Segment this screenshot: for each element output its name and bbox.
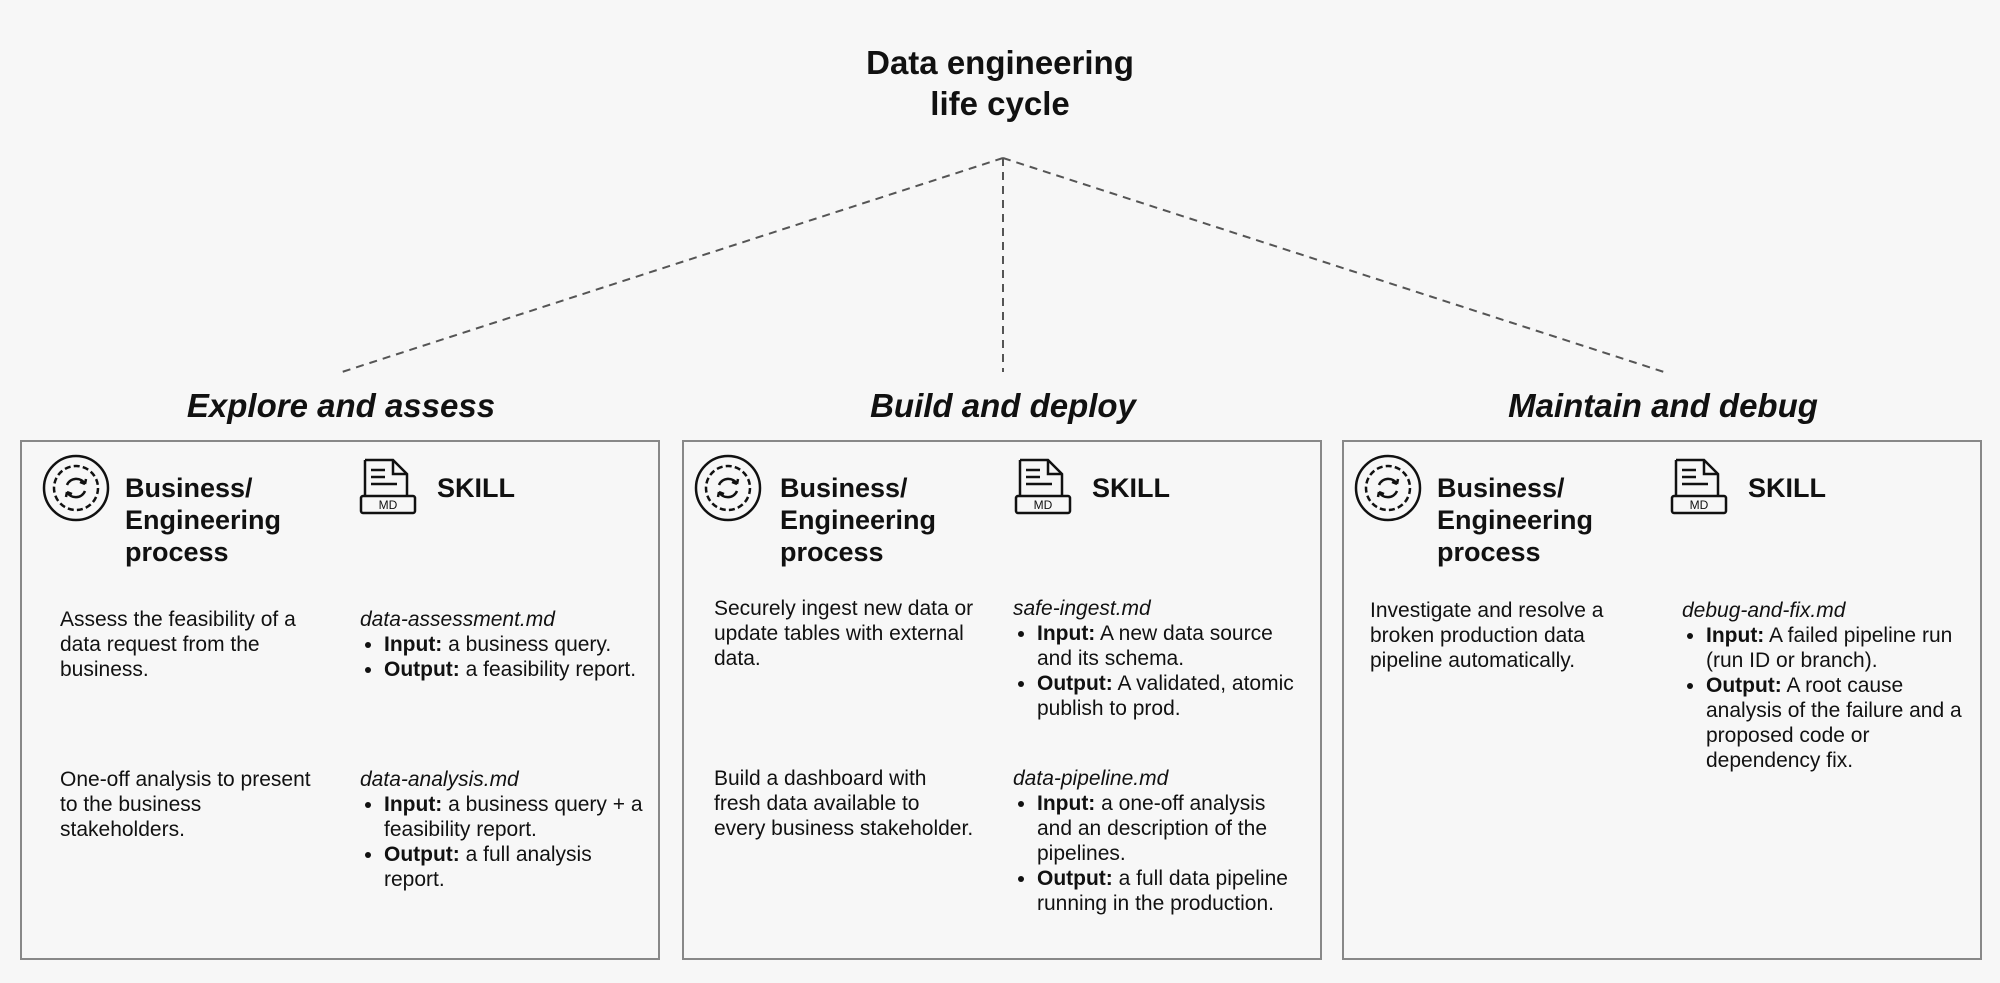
skill-heading: SKILL [1748,473,1826,503]
process-heading-line-2: Engineering [1437,505,1594,535]
process-heading-line-1: Business/ [780,473,908,503]
skill-filename: data-analysis.md [360,768,519,791]
svg-text:MD: MD [1034,498,1053,512]
process-heading-line-3: process [780,537,884,567]
skill-output: Output: A root cause analysis of the fai… [1706,673,1962,773]
gear-sync-icon [694,454,762,522]
phase-title-maintain: Maintain and debug [1508,387,1818,424]
skill-heading: SKILL [1092,473,1170,503]
process-heading-line-3: process [1437,537,1541,567]
gear-sync-icon [1354,454,1422,522]
skill-output: Output: a full analysis report. [384,842,645,892]
panel-build-and-deploy: Business/ Engineering process MD SKILL S… [682,440,1322,960]
skill-output: Output: a full data pipeline running in … [1037,866,1303,916]
title-line-2: life cycle [930,85,1070,122]
skill-output: Output: a feasibility report. [384,657,645,682]
process-description: Assess the feasibility of a data request… [60,608,296,681]
skill-input: Input: a business query + a feasibility … [384,792,645,842]
panel-maintain-and-debug: Business/ Engineering process MD SKILL I… [1342,440,1982,960]
process-heading-line-2: Engineering [780,505,937,535]
markdown-file-icon: MD [1670,458,1728,515]
skill-input: Input: a one-off analysis and an descrip… [1037,791,1303,866]
gear-sync-icon [42,454,110,522]
panel-explore-and-assess: Business/ Engineering process MD SKILL A… [20,440,660,960]
process-heading: Business/ Engineering process [125,472,281,568]
process-heading-line-2: Engineering [125,505,282,535]
skill-filename: debug-and-fix.md [1682,599,1846,622]
process-description: Investigate and resolve a broken product… [1370,599,1604,672]
skill-output: Output: A validated, atomic publish to p… [1037,671,1303,721]
svg-text:MD: MD [379,498,398,512]
markdown-file-icon: MD [1014,458,1072,515]
process-description: Build a dashboard with fresh data availa… [714,767,974,840]
process-heading: Business/ Engineering process [1437,472,1593,568]
skill-filename: data-pipeline.md [1013,767,1169,790]
process-description: Securely ingest new data or update table… [714,597,974,670]
skill-input: Input: a business query. [384,632,645,657]
skill-filename: safe-ingest.md [1013,597,1151,620]
skill-entry: safe-ingest.md Input: A new data source … [1013,596,1303,721]
skill-entry: data-pipeline.md Input: a one-off analys… [1013,766,1303,916]
skill-input: Input: A new data source and its schema. [1037,621,1303,671]
process-heading-line-1: Business/ [1437,473,1565,503]
skill-entry: debug-and-fix.md Input: A failed pipelin… [1682,598,1962,773]
process-heading: Business/ Engineering process [780,472,936,568]
skill-filename: data-assessment.md [360,608,555,631]
skill-input: Input: A failed pipeline run (run ID or … [1706,623,1962,673]
process-description: One-off analysis to present to the busin… [60,768,311,841]
title-line-1: Data engineering [866,44,1134,81]
connector-left [341,157,1004,373]
phase-title-explore: Explore and assess [186,387,496,424]
skill-entry: data-analysis.md Input: a business query… [360,767,645,892]
markdown-file-icon: MD [359,458,417,515]
phase-title-build: Build and deploy [870,387,1136,424]
process-heading-line-3: process [125,537,229,567]
svg-text:MD: MD [1690,498,1709,512]
skill-entry: data-assessment.md Input: a business que… [360,607,645,682]
diagram-title: Data engineering life cycle [800,42,1200,124]
process-heading-line-1: Business/ [125,473,253,503]
skill-heading: SKILL [437,473,515,503]
connector-right [1002,157,1665,373]
